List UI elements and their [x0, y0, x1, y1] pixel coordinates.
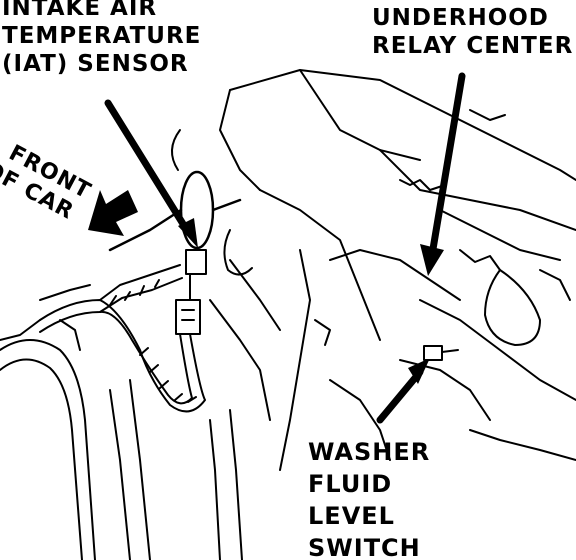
relay-pointer-arrow	[420, 72, 466, 276]
iat-sensor-connector	[175, 249, 207, 335]
washer-label-line-4: SWITCH	[308, 534, 421, 560]
intake-tube	[108, 170, 242, 252]
washer-fluid-switch	[423, 345, 459, 361]
underhood-relay-center-label: UNDERHOOD RELAY CENTER	[372, 4, 573, 60]
relay-label-line-2: RELAY CENTER	[372, 33, 574, 59]
washer-fluid-level-switch-label: WASHER FLUID LEVEL SWITCH	[308, 436, 430, 560]
engine-outline	[171, 69, 576, 471]
washer-label-line-2: FLUID	[308, 470, 393, 498]
washer-label-line-1: WASHER	[308, 438, 431, 466]
iat-sensor-label-line-1: INTAKE AIR	[2, 0, 158, 21]
washer-pointer-arrow	[376, 358, 430, 424]
iat-sensor-label: INTAKE AIR TEMPERATURE (IAT) SENSOR	[2, 0, 201, 78]
iat-sensor-label-line-2: TEMPERATURE	[2, 23, 202, 49]
lower-hoses	[0, 284, 243, 560]
iat-pointer-arrow	[104, 99, 198, 248]
washer-label-line-3: LEVEL	[308, 502, 395, 530]
front-of-car-arrow	[88, 190, 138, 236]
wiring-harness	[39, 264, 206, 413]
relay-label-line-1: UNDERHOOD	[372, 5, 549, 31]
iat-sensor-label-line-3: (IAT) SENSOR	[2, 51, 189, 77]
